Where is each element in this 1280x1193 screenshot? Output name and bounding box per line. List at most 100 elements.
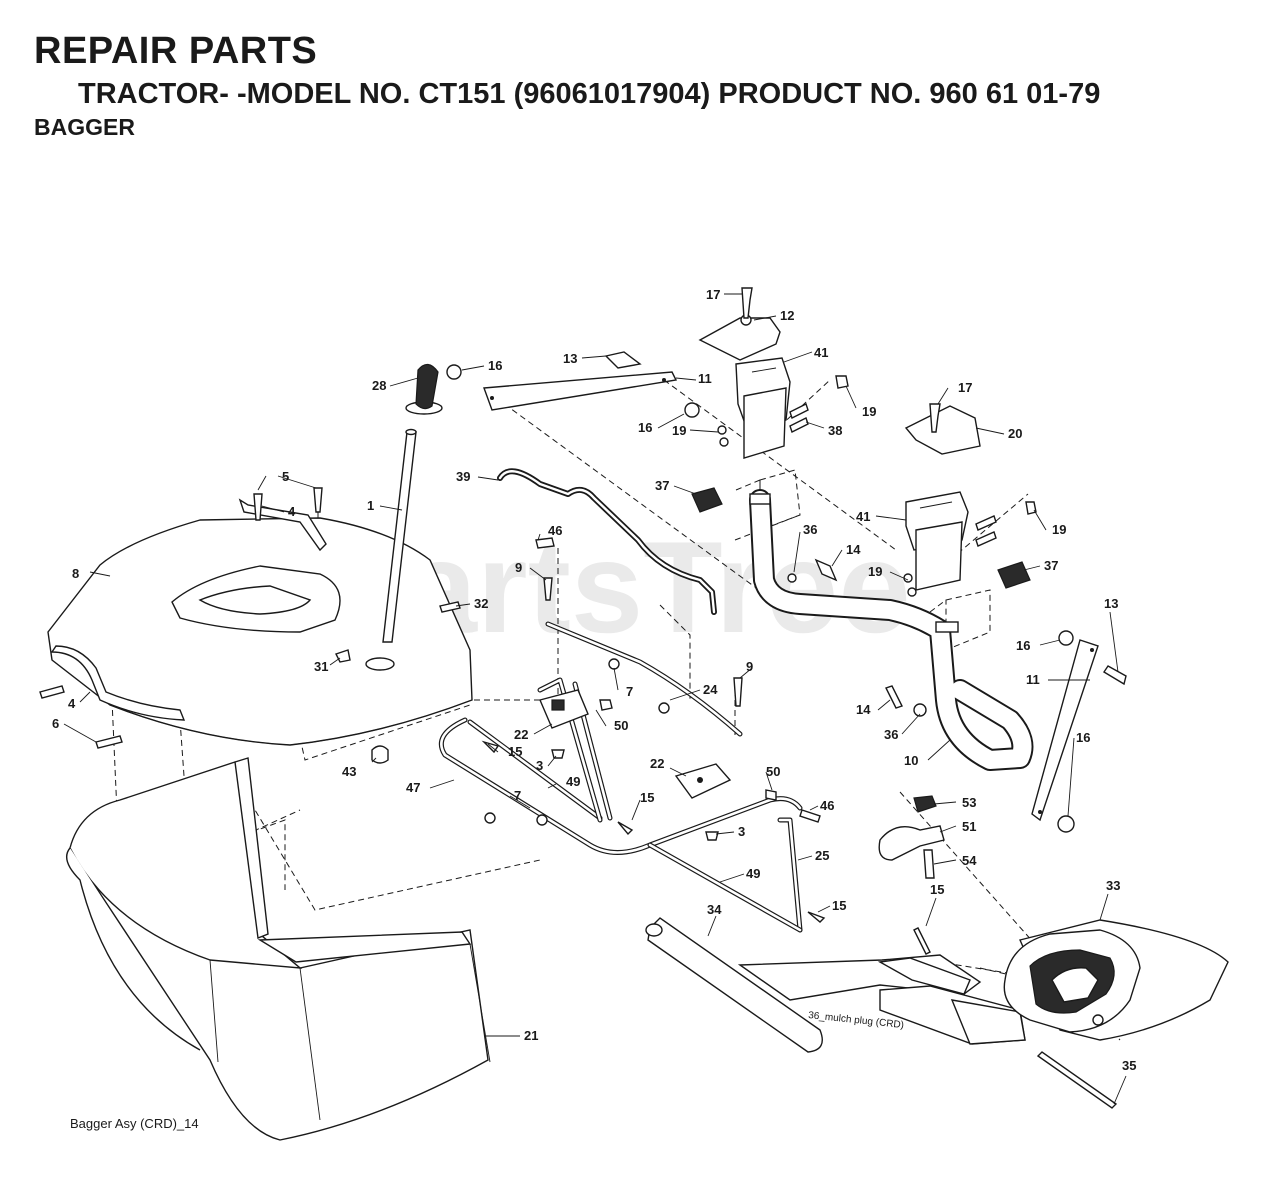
latch	[878, 825, 945, 861]
cover-handle-front	[50, 645, 186, 721]
clamp-plate-12	[698, 314, 781, 361]
callout-22: 22	[650, 756, 664, 771]
callout-37: 37	[655, 478, 669, 493]
callout-16: 16	[488, 358, 502, 373]
callout-20: 20	[1008, 426, 1022, 441]
callout-28: 28	[372, 378, 386, 393]
callout-32: 32	[474, 596, 488, 611]
callout-35: 35	[1122, 1058, 1136, 1073]
callout-15: 15	[640, 790, 654, 805]
callout-1: 1	[367, 498, 374, 513]
callout-10: 10	[904, 753, 918, 768]
nut-53	[913, 795, 937, 813]
plug	[371, 745, 389, 764]
callout-17: 17	[958, 380, 972, 395]
callout-14: 14	[846, 542, 861, 557]
mount-bracket-side	[1031, 639, 1099, 822]
square-plug-37a	[691, 487, 723, 513]
handle-grip	[405, 363, 443, 415]
callout-33: 33	[1106, 878, 1120, 893]
callout-53: 53	[962, 795, 976, 810]
callout-49: 49	[566, 774, 580, 789]
callout-31: 31	[314, 659, 328, 674]
callout-7: 7	[626, 684, 633, 699]
long-pin	[1036, 1051, 1118, 1109]
bracket-41-right	[905, 491, 969, 591]
callout-15: 15	[930, 882, 944, 897]
callout-11: 11	[1026, 672, 1040, 687]
callout-22: 22	[514, 727, 528, 742]
bracket-41-left	[735, 357, 791, 459]
callout-36: 36	[803, 522, 817, 537]
mulch-plug	[879, 985, 1026, 1045]
callout-19: 19	[1052, 522, 1066, 537]
callout-16: 16	[1076, 730, 1090, 745]
callout-47: 47	[406, 780, 420, 795]
callout-49: 49	[746, 866, 760, 881]
callout-21: 21	[524, 1028, 538, 1043]
callout-50: 50	[614, 718, 628, 733]
bag-frame	[438, 717, 803, 855]
section-title: BAGGER	[34, 114, 135, 140]
spring-rod	[497, 468, 717, 615]
callout-51: 51	[962, 819, 976, 834]
callout-11: 11	[698, 371, 712, 386]
callout-19: 19	[672, 423, 686, 438]
callout-4: 4	[288, 504, 296, 519]
callout-46: 46	[548, 523, 562, 538]
bolt-54	[923, 849, 935, 879]
hardware	[39, 287, 1127, 955]
callout-leaders	[63, 293, 1127, 1105]
grass-bag	[66, 757, 491, 1141]
callout-50: 50	[766, 764, 780, 779]
callout-9: 9	[515, 560, 522, 575]
callout-41: 41	[856, 509, 870, 524]
chute-tube	[645, 917, 823, 1053]
bagger-cover	[47, 517, 473, 746]
callout-25: 25	[815, 848, 829, 863]
callout-3: 3	[536, 758, 543, 773]
mount-bracket-upper	[483, 371, 678, 411]
callout-17: 17	[706, 287, 720, 302]
callout-34: 34	[707, 902, 722, 917]
hinge-plate-upper	[539, 689, 589, 729]
callout-54: 54	[962, 853, 977, 868]
callout-46: 46	[820, 798, 834, 813]
callout-numbers: 17 12 13 16 11 41 28 16 19 38 19 17 20 3…	[52, 287, 1136, 1073]
square-plug-37b	[997, 561, 1031, 589]
callout-16: 16	[638, 420, 652, 435]
model-line: TRACTOR- -MODEL NO. CT151 (96061017904) …	[78, 78, 1101, 110]
callout-36: 36	[884, 727, 898, 742]
callout-19: 19	[868, 564, 882, 579]
callout-9: 9	[746, 659, 753, 674]
callout-41: 41	[814, 345, 828, 360]
callout-14: 14	[856, 702, 871, 717]
callout-37: 37	[1044, 558, 1058, 573]
diagram-caption: Bagger Asy (CRD)_14	[70, 1116, 199, 1131]
callout-39: 39	[456, 469, 470, 484]
deflector-33	[1003, 919, 1229, 1041]
callout-19: 19	[862, 404, 876, 419]
callout-15: 15	[508, 744, 522, 759]
callout-13: 13	[1104, 596, 1118, 611]
hinge-rod	[545, 621, 743, 737]
callout-43: 43	[342, 764, 356, 779]
main-frame-tube	[749, 489, 1034, 771]
callout-16: 16	[1016, 638, 1030, 653]
callout-8: 8	[72, 566, 79, 581]
page-title: REPAIR PARTS	[34, 30, 318, 72]
callout-7: 7	[514, 788, 521, 803]
hinge-plate-lower	[674, 763, 732, 799]
bag-handle-tube	[382, 428, 417, 643]
callout-3: 3	[738, 824, 745, 839]
callout-6: 6	[52, 716, 59, 731]
clamp-plate-20	[904, 405, 981, 455]
callout-4: 4	[68, 696, 76, 711]
callout-12: 12	[780, 308, 794, 323]
callout-5: 5	[282, 469, 289, 484]
frame-support-arms	[537, 677, 803, 933]
callout-15: 15	[832, 898, 846, 913]
callout-38: 38	[828, 423, 842, 438]
callout-13: 13	[563, 351, 577, 366]
